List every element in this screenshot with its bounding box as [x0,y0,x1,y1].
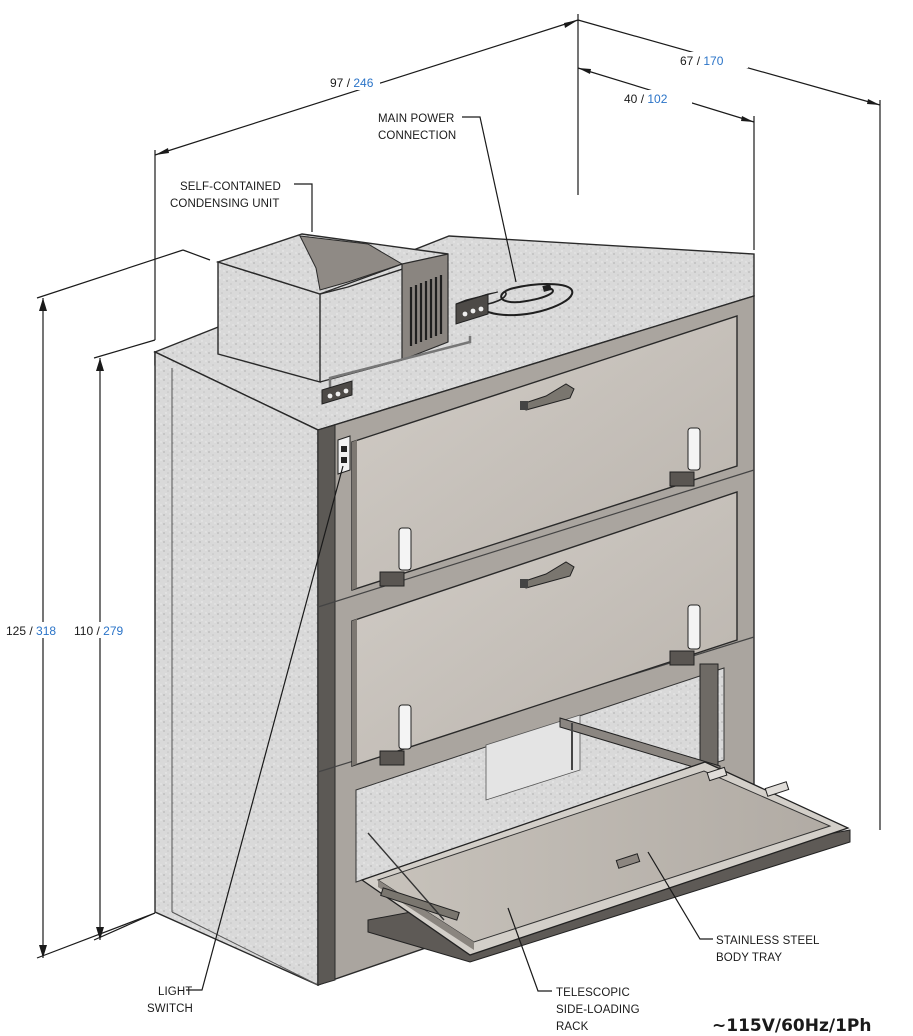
door-middle-handle [520,561,575,589]
door-upper-handle [520,383,575,411]
svg-text:MAIN POWER: MAIN POWER [378,113,454,125]
dimension-labels: 97 / 246 67 / 170 40 / 102 125 / 318 110… [4,52,748,638]
svg-text:CONDENSING UNIT: CONDENSING UNIT [170,198,279,210]
callout-main-power: MAIN POWER CONNECTION [378,113,517,283]
light-switch-plate [337,435,351,475]
dim-width: 97 / 246 [330,76,374,90]
svg-text:SELF-CONTAINED: SELF-CONTAINED [180,181,281,193]
callout-condensing-unit: SELF-CONTAINED CONDENSING UNIT [170,181,313,232]
dim-depth-inner: 40 / 102 [624,92,668,106]
lower-open-bay [355,663,725,883]
dim-height-total: 125 / 318 [6,624,56,638]
left-side-panel [154,350,319,987]
callout-light-switch: LIGHT SWITCH [147,465,344,1015]
dim-depth: 67 / 170 [680,54,724,68]
svg-text:SWITCH: SWITCH [147,1003,193,1015]
svg-text:SIDE-LOADING: SIDE-LOADING [556,1004,640,1016]
main-power-box [455,283,574,325]
callout-body-tray: STAINLESS STEEL BODY TRAY [647,851,820,964]
svg-text:RACK: RACK [556,1021,589,1033]
door-middle [351,491,738,767]
svg-text:TELESCOPIC: TELESCOPIC [556,987,630,999]
door-upper [351,315,738,591]
svg-text:LIGHT: LIGHT [158,986,192,998]
unit-junction-box [321,380,353,405]
body-tray [360,761,851,963]
power-cord [487,283,574,317]
svg-text:CONNECTION: CONNECTION [378,130,456,142]
condenser-grille [409,275,443,346]
door-middle-hinge-right [669,604,701,666]
svg-text:STAINLESS STEEL: STAINLESS STEEL [716,935,820,947]
door-upper-hinge-left [379,527,412,587]
svg-text:BODY TRAY: BODY TRAY [716,952,782,964]
door-middle-hinge-left [379,704,412,766]
electrical-spec: ~115V/60Hz/1Ph [712,1016,871,1036]
callout-telescopic-rack: TELESCOPIC SIDE-LOADING RACK [507,907,640,1033]
door-upper-hinge-right [669,427,701,487]
dim-height-body: 110 / 279 [74,624,124,638]
condensing-unit [215,233,472,405]
